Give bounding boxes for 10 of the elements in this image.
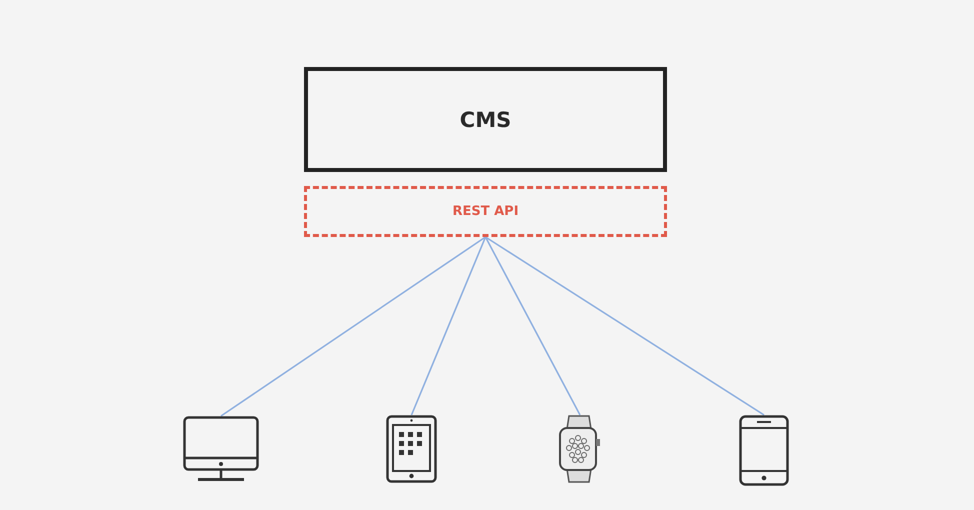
tablet-icon [386,415,437,483]
api-boundary-box: REST API [304,186,667,237]
connector-line [410,236,486,416]
process-box: CMS [304,67,667,172]
connector-line [220,236,486,417]
connector-line [485,236,764,416]
connector-line [484,236,581,416]
smartphone-icon [739,415,789,486]
smartwatch-icon [558,415,602,483]
monitor-icon [183,416,259,482]
